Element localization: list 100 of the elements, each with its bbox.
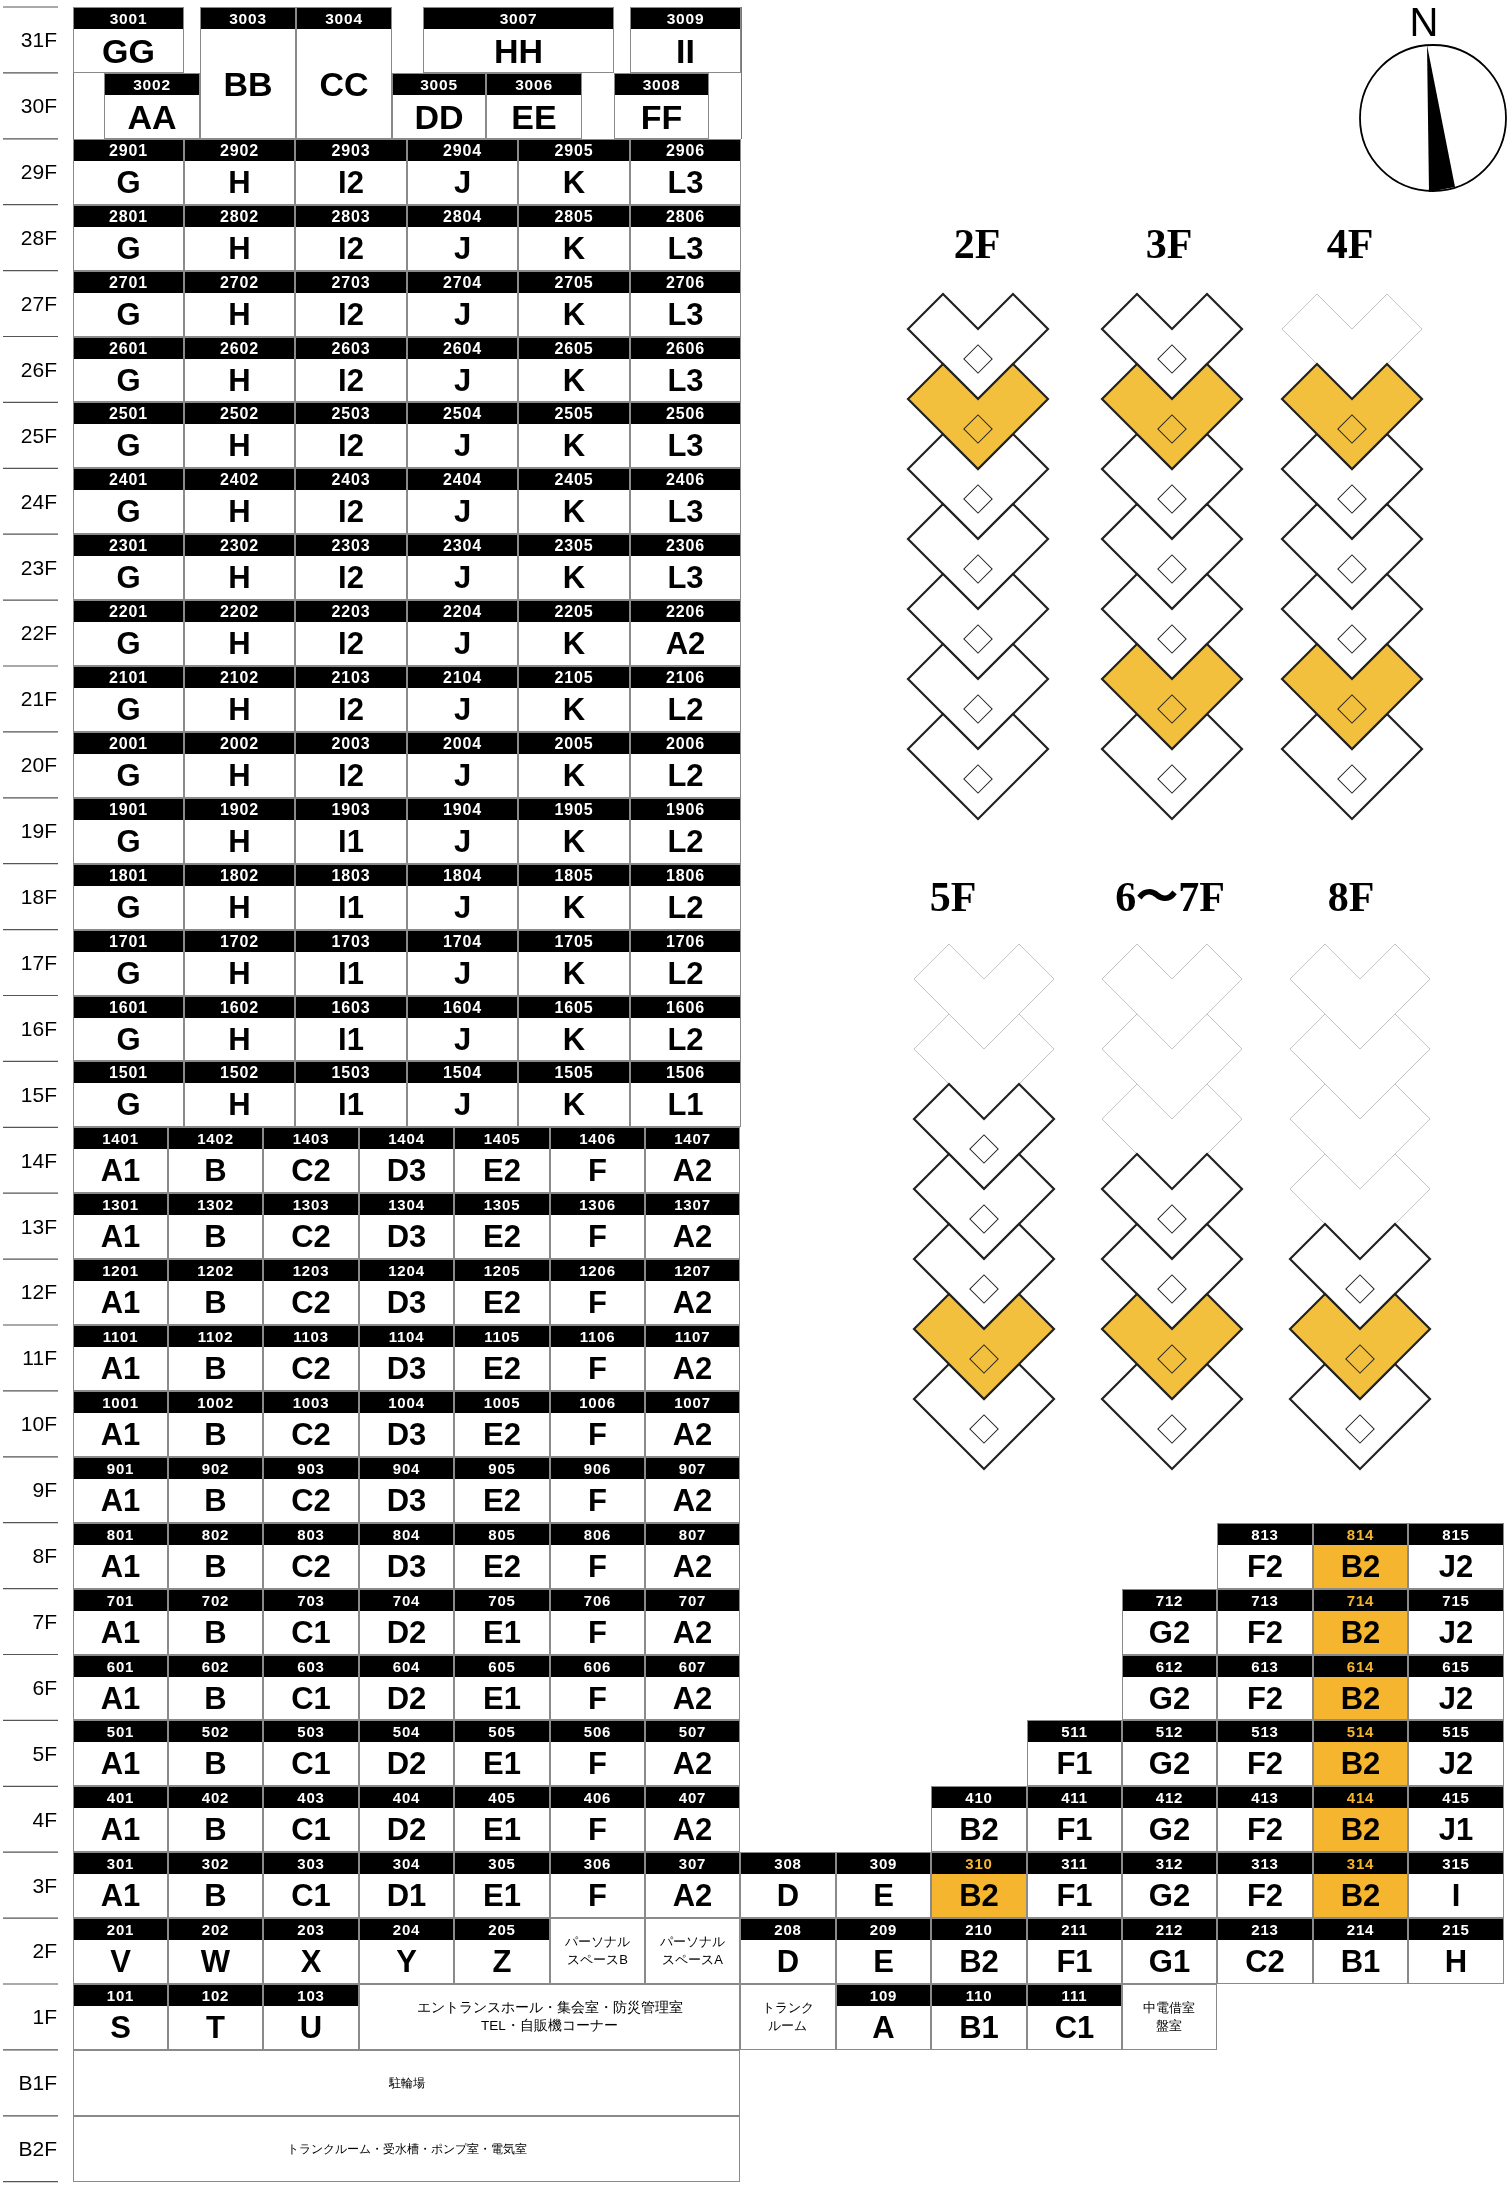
unit-box [73,534,184,600]
room-number: 1502 [185,1062,294,1083]
unit-box [168,1127,263,1193]
unit-type: L3 [667,364,704,396]
unit-type: H [228,562,251,593]
room-number: 2403 [296,469,406,490]
unit-box [184,468,295,534]
unit-box [359,1786,454,1852]
unit-box [1217,1589,1313,1655]
unit-type: C1 [291,1617,331,1648]
unit-type: F [588,1419,607,1450]
unit-type: B [204,1814,227,1845]
unit-box [645,1457,740,1523]
room-number: 407 [646,1787,739,1808]
unit-box [518,930,630,996]
unit-type: F [588,1617,607,1648]
room-number: 1701 [74,931,183,952]
room-number: 2501 [74,403,183,424]
unit-type: H [228,1089,251,1120]
unit-type: B2 [1340,1748,1381,1779]
unit-box [550,1391,645,1457]
room-number: 2303 [296,535,406,556]
unit-type: G2 [1148,1682,1191,1714]
unit-type: J2 [1438,1551,1474,1582]
room-number: 2004 [408,733,517,754]
unit-type: J [453,299,472,330]
room-number: 414 [1314,1787,1407,1808]
unit-box [168,1325,263,1391]
room-number: 614 [1314,1656,1407,1677]
unit-type: F1 [1056,1748,1093,1779]
room-number: 1604 [408,997,517,1018]
room-number: 2206 [631,601,740,622]
unit-box [184,798,295,864]
room-number: 305 [455,1853,549,1874]
unit-type: I2 [338,233,364,264]
unit-box [184,139,295,205]
unit-box [1122,1786,1217,1852]
unit-box [73,864,184,930]
unit-type: D [776,1946,800,1977]
unit-box [295,666,407,732]
unit-type: J [453,430,472,461]
unit-box [550,1720,645,1786]
unit-type: I2 [338,628,364,659]
unit-type: H [228,430,251,461]
unit-box [73,930,184,996]
room-number: 503 [264,1721,358,1742]
unit-type: J [453,826,472,857]
room-number: 1801 [74,865,183,886]
unit-box [263,1786,359,1852]
room-number: 1805 [519,865,629,886]
room-number: 1503 [296,1062,406,1083]
room-number: 1603 [296,997,406,1018]
room-number: 1107 [646,1326,739,1347]
unit-box [1217,1523,1313,1589]
room-number: 3003 [201,8,295,29]
room-number: 2205 [519,601,629,622]
unit-type: K [562,167,586,198]
unit-box [359,1655,454,1720]
room-number: 514 [1314,1721,1407,1742]
unit-type: L3 [667,430,704,461]
unit-type: D3 [386,1551,427,1582]
unit-type: C2 [291,1353,331,1384]
unit-type: L3 [667,562,704,593]
unit-box [407,732,518,798]
room-number: 1102 [169,1326,262,1347]
room-number: 1804 [408,865,517,886]
unit-box [407,1061,518,1127]
unit-box [407,271,518,337]
unit-type: B2 [1340,1617,1381,1648]
unit-type: G [116,299,141,330]
unit-box [1027,1984,1122,2050]
unit-box [836,1852,931,1918]
unit-box [645,1655,740,1720]
room-number: 3008 [615,74,708,95]
room-number: 2802 [185,206,294,227]
unit-box [184,600,295,666]
unit-type: G [116,826,141,857]
room-number: 2703 [296,272,406,293]
room-number: 2806 [631,206,740,227]
unit-box [645,1259,740,1325]
unit-type: A2 [665,628,706,659]
unit-type: HH [493,33,544,68]
room-number: 2202 [185,601,294,622]
unit-box [550,1655,645,1720]
unit-type: J2 [1438,1617,1474,1648]
unit-type: A [872,2012,895,2043]
room-number: 1301 [74,1194,167,1215]
room-number: 705 [455,1590,549,1611]
room-number: 410 [932,1787,1026,1808]
room-number: 505 [455,1721,549,1742]
unit-type: H [228,958,251,989]
unit-type: AA [127,99,177,134]
unit-type: B2 [959,1814,999,1845]
unit-type: K [562,628,586,659]
unit-type: I2 [338,694,364,725]
unit-type: D3 [386,1287,427,1318]
unit-type: DD [414,99,464,134]
room-number: 210 [932,1919,1026,1940]
unit-type: Y [396,1946,417,1977]
unit-type: F [588,1485,607,1516]
